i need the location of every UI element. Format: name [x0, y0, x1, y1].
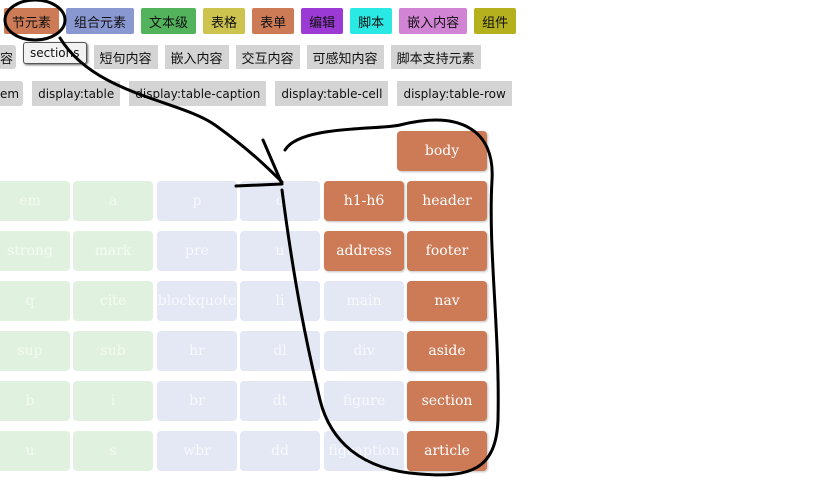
element-tile[interactable]: u	[240, 231, 320, 271]
display-tab[interactable]: display:table-row	[397, 81, 512, 106]
element-tile[interactable]: h1-h6	[324, 181, 404, 221]
element-tile[interactable]: header	[407, 181, 487, 221]
element-tile[interactable]: figcaption	[324, 431, 404, 471]
element-tile[interactable]: aside	[407, 331, 487, 371]
element-tile[interactable]: strong	[0, 231, 70, 271]
element-tile[interactable]: dl	[240, 331, 320, 371]
element-tile[interactable]: figure	[324, 381, 404, 421]
content-tab[interactable]: 脚本支持元素	[390, 45, 481, 69]
element-tile[interactable]: cite	[73, 281, 153, 321]
display-tab[interactable]: display:table-cell	[275, 81, 389, 106]
element-tile[interactable]: sup	[0, 331, 70, 371]
element-tile[interactable]: b	[0, 381, 70, 421]
category-button[interactable]: 组合元素	[66, 8, 135, 34]
category-button[interactable]: 编辑	[301, 8, 344, 34]
category-button[interactable]: 嵌入内容	[399, 8, 468, 34]
element-tile[interactable]: section	[407, 381, 487, 421]
category-bar: 节元素组合元素文本级表格表单编辑脚本嵌入内容组件	[0, 8, 517, 34]
element-tile[interactable]: hr	[157, 331, 237, 371]
element-tile[interactable]: li	[240, 281, 320, 321]
element-tile[interactable]: sub	[73, 331, 153, 371]
element-tile[interactable]: footer	[407, 231, 487, 271]
element-tile[interactable]: mark	[73, 231, 153, 271]
element-tile[interactable]: main	[324, 281, 404, 321]
element-tile[interactable]: em	[0, 181, 70, 221]
category-button[interactable]: 组件	[474, 8, 517, 34]
element-tile[interactable]: wbr	[157, 431, 237, 471]
category-button[interactable]: 脚本	[350, 8, 393, 34]
element-tile[interactable]: blockquote	[157, 281, 237, 321]
element-tile[interactable]: pre	[157, 231, 237, 271]
element-tile[interactable]: br	[157, 381, 237, 421]
element-tile[interactable]: article	[407, 431, 487, 471]
element-tile[interactable]: nav	[407, 281, 487, 321]
element-tile[interactable]: address	[324, 231, 404, 271]
element-tile[interactable]: dd	[240, 431, 320, 471]
element-tile[interactable]: p	[157, 181, 237, 221]
element-tile[interactable]: u	[0, 431, 70, 471]
content-tab-partial[interactable]: 容	[0, 45, 17, 69]
element-tile[interactable]: q	[0, 281, 70, 321]
element-tile[interactable]: div	[324, 331, 404, 371]
element-tile[interactable]: dt	[240, 381, 320, 421]
element-tile[interactable]: i	[73, 381, 153, 421]
content-tab[interactable]: 可感知内容	[306, 45, 384, 69]
element-tile[interactable]: s	[73, 431, 153, 471]
element-tile[interactable]: o	[240, 181, 320, 221]
category-button[interactable]: 表格	[203, 8, 246, 34]
display-tab-partial[interactable]: em	[0, 81, 24, 106]
category-button[interactable]: 文本级	[141, 8, 197, 34]
category-button[interactable]: 表单	[252, 8, 295, 34]
element-tile-body[interactable]: body	[397, 131, 487, 171]
element-tile[interactable]: a	[73, 181, 153, 221]
